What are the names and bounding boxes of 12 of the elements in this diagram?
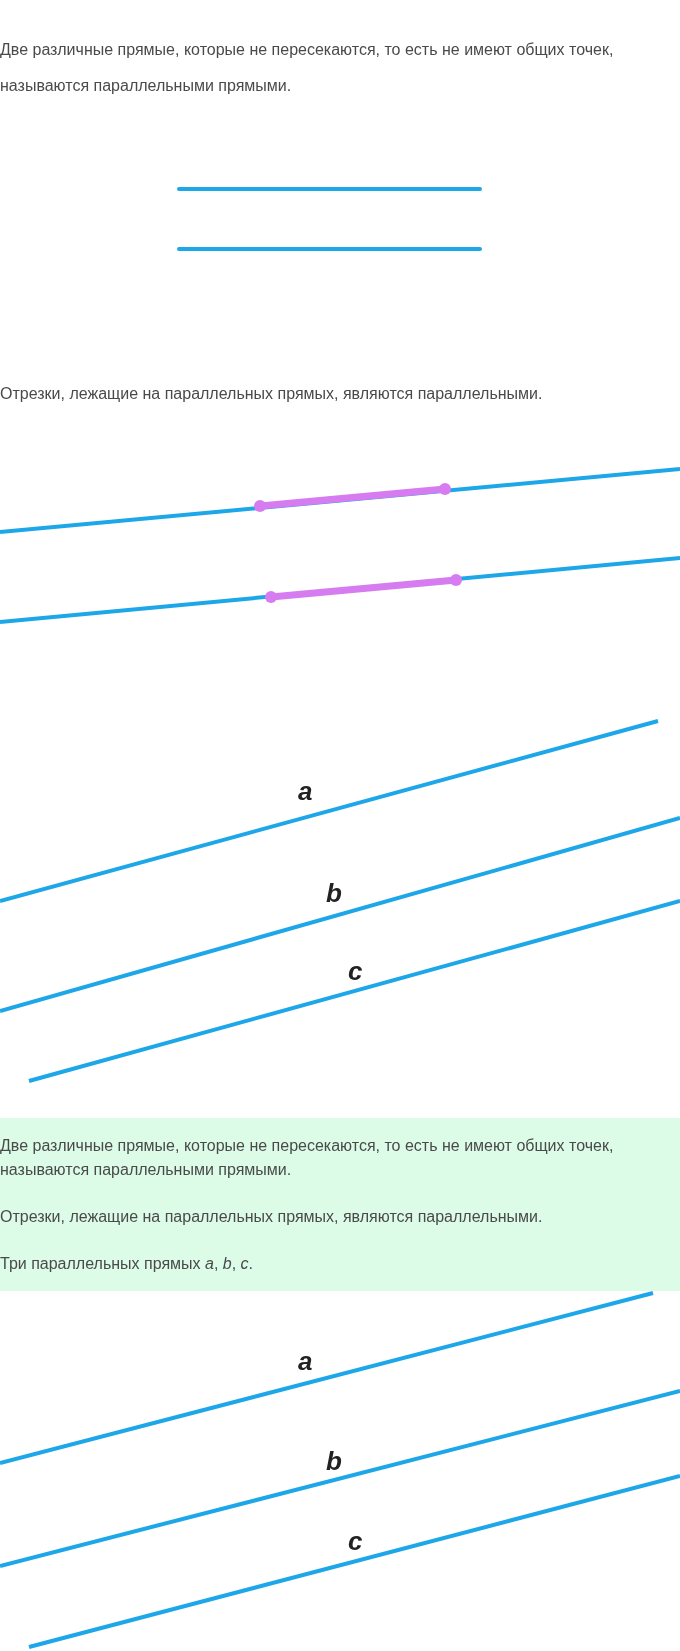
note-panel	[0, 1118, 680, 1291]
text-paragraph: Две различные прямые, которые не пересекаются, то есть не имеют общих точек, называются параллельными прямыми.	[0, 40, 615, 96]
line-label: b	[326, 1448, 342, 1474]
line-label: a	[298, 778, 313, 804]
note-text: Три параллельных прямых a, b, c.	[0, 1253, 255, 1274]
note-text: Отрезки, лежащие на параллельных прямых, являются параллельными.	[0, 1206, 544, 1227]
line-label: b	[326, 880, 342, 906]
note-text: Две различные прямые, которые не пересекаются, то есть не имеют общих точек, называются параллельными прямыми.	[0, 1135, 615, 1180]
text-paragraph: Отрезки, лежащие на параллельных прямых, являются параллельными.	[0, 384, 544, 404]
line-label: c	[348, 958, 363, 984]
line-label: c	[348, 1528, 363, 1554]
line-label: a	[298, 1348, 313, 1374]
